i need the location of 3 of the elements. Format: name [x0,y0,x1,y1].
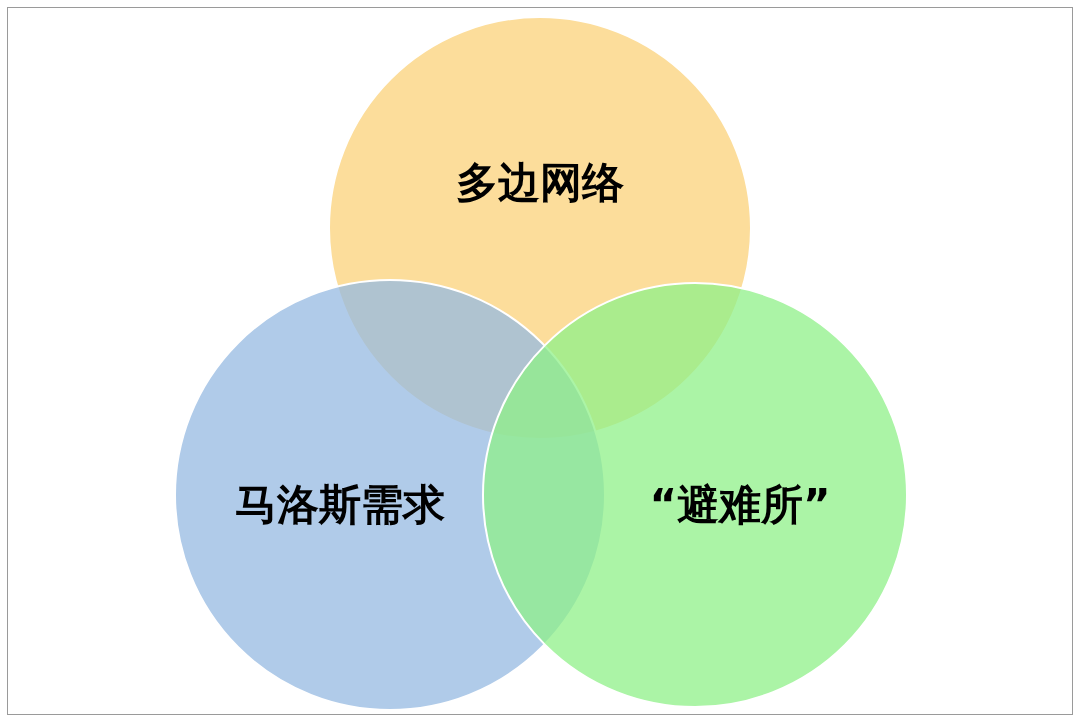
circle-label: 马洛斯需求 [235,479,445,531]
circle-label: “避难所” [649,479,831,531]
circle-label: 多边网络 [456,157,624,209]
